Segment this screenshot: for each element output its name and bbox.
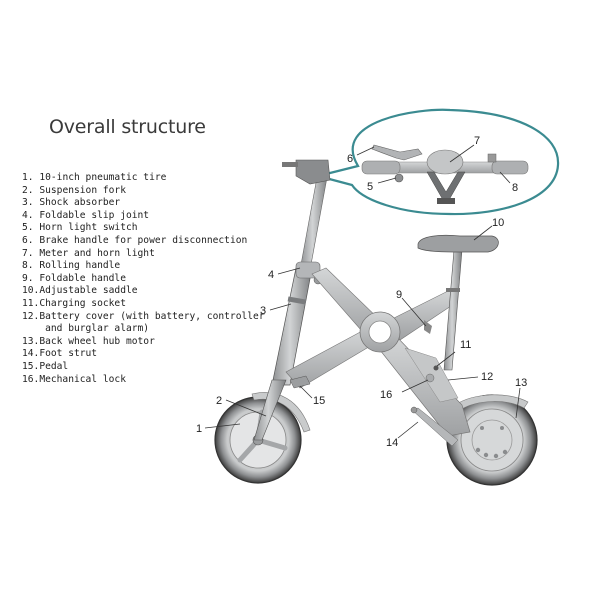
part-item-9: 9. Foldable handle [22, 272, 126, 284]
pedal [289, 375, 311, 389]
part-item-16: 16.Mechanical lock [22, 373, 126, 385]
callout-numbers: 1 2 3 4 5 6 7 8 9 10 11 12 13 14 15 16 [196, 135, 527, 449]
callout-11: 11 [460, 339, 471, 351]
parts-list: 1. 10-inch pneumatic tire 2. Suspension … [22, 172, 265, 386]
part-item-12: 12.Battery cover (with battery, controll… [22, 310, 265, 335]
callout-16: 16 [380, 389, 392, 401]
callout-8: 8 [512, 182, 518, 194]
brake-lever [371, 144, 423, 161]
foldable-handle [424, 320, 432, 334]
part-item-13: 13.Back wheel hub motor [22, 335, 155, 347]
callout-6: 6 [347, 153, 353, 165]
charging-socket [433, 365, 439, 371]
part-item-6: 6. Brake handle for power disconnection [22, 234, 248, 246]
horn-light-switch [394, 173, 404, 183]
handlebar-head [295, 159, 331, 185]
part-item-14: 14.Foot strut [22, 348, 98, 360]
callout-4: 4 [268, 269, 274, 281]
handlebar-inset [317, 108, 560, 216]
adjustable-saddle [417, 234, 499, 253]
suspension-fork [253, 379, 287, 441]
part-item-15: 15.Pedal [22, 360, 69, 372]
rear-upper-arm [393, 289, 455, 341]
callout-12: 12 [481, 371, 493, 383]
meter [426, 149, 464, 175]
seat-post [443, 249, 463, 371]
rear-wheel [446, 394, 538, 486]
callout-1: 1 [196, 423, 202, 435]
callout-7: 7 [474, 135, 480, 147]
callout-2: 2 [216, 395, 222, 407]
callout-13: 13 [515, 377, 527, 389]
callout-14: 14 [386, 437, 398, 449]
part-item-3: 3. Shock absorber [22, 197, 121, 209]
part-item-10: 10.Adjustable saddle [22, 285, 138, 297]
hub-motor [460, 408, 524, 472]
part-item-8: 8. Rolling handle [22, 260, 121, 272]
part-item-11: 11.Charging socket [22, 297, 126, 309]
rear-fender [454, 394, 529, 411]
callout-15: 15 [313, 395, 325, 407]
handlebar-stub [282, 162, 298, 167]
part-item-7: 7. Meter and horn light [22, 247, 155, 259]
leader-lines [204, 144, 521, 439]
steering-column [299, 171, 329, 271]
callout-3: 3 [260, 305, 266, 317]
seat-clamp [446, 288, 460, 292]
rolling-handle-grip [491, 160, 529, 175]
part-item-1: 1. 10-inch pneumatic tire [22, 172, 167, 183]
callout-9: 9 [396, 289, 402, 301]
inset-stem-base [437, 198, 455, 204]
callout-5: 5 [367, 181, 373, 193]
diagram-title: Overall structure [49, 116, 206, 138]
part-item-2: 2. Suspension fork [22, 184, 126, 196]
scooter-frame [253, 159, 499, 447]
part-item-5: 5. Horn light switch [22, 222, 138, 234]
left-grip [361, 160, 401, 175]
throttle-bracket [487, 153, 497, 163]
callout-10: 10 [492, 217, 504, 229]
part-item-4: 4. Foldable slip joint [22, 209, 150, 221]
